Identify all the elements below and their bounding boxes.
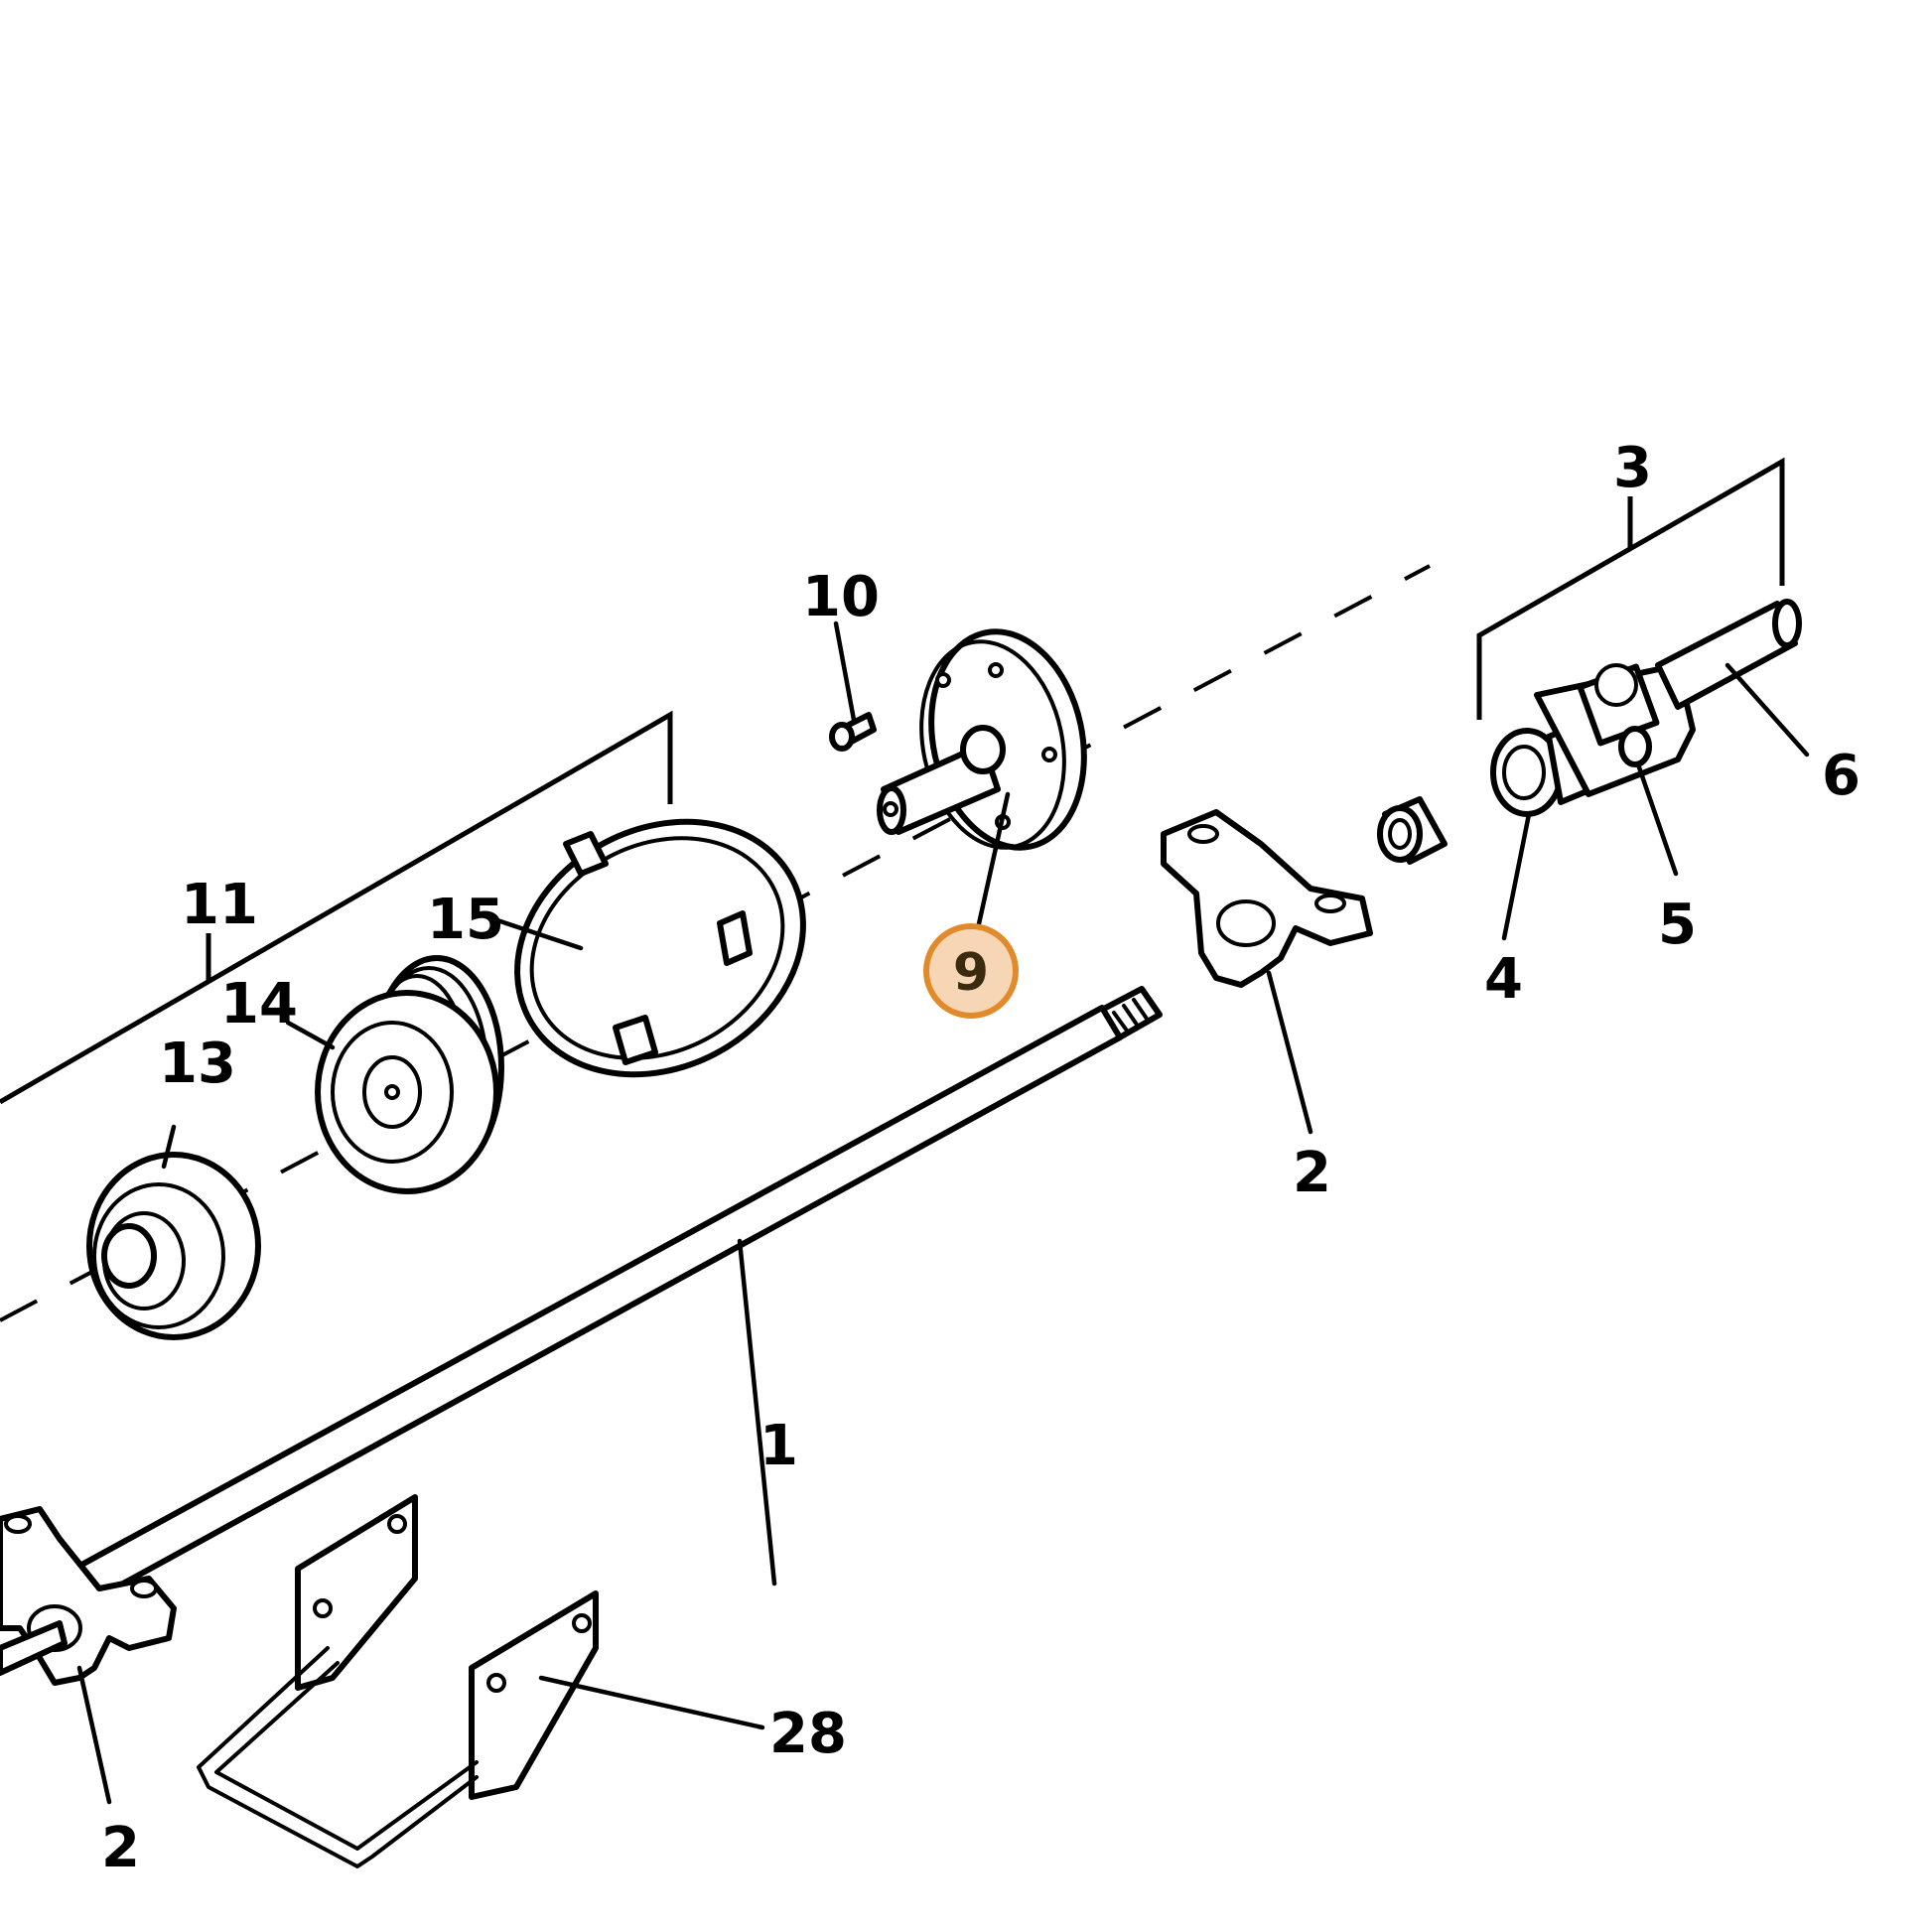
label-9[interactable]: 9 [953, 943, 989, 1003]
label-6: 6 [1822, 744, 1861, 808]
part-2-bearing-block-left [0, 1506, 177, 1686]
part-13-hub [86, 1152, 261, 1340]
leader-14 [285, 1020, 336, 1050]
part-6-shaft-end [1655, 599, 1802, 710]
label-14: 14 [220, 972, 298, 1036]
leader-15 [488, 915, 584, 951]
label-1: 1 [759, 1414, 798, 1478]
leader-2-right [1266, 970, 1313, 1135]
part-5-universal-joint [1534, 662, 1696, 797]
part-9-flange-hub [877, 628, 1087, 851]
label-13: 13 [159, 1032, 236, 1096]
leader-28 [538, 1675, 765, 1730]
label-2-right: 2 [1293, 1141, 1331, 1205]
label-28: 28 [769, 1702, 847, 1766]
label-3: 3 [1613, 436, 1652, 500]
bracket-11 [0, 710, 673, 1105]
label-15: 15 [427, 888, 504, 952]
leader-5 [1635, 761, 1679, 877]
leader-6 [1725, 662, 1810, 758]
label-11: 11 [181, 873, 258, 937]
label-4: 4 [1484, 947, 1523, 1012]
part-14-pulley [315, 955, 504, 1194]
highlight-circle[interactable] [923, 923, 1019, 1019]
leader-9 [975, 791, 1011, 931]
leader-10 [833, 621, 857, 723]
leader-13 [161, 1124, 177, 1170]
label-5: 5 [1658, 893, 1697, 957]
bracket-3 [1476, 457, 1785, 720]
leader-4 [1501, 811, 1532, 941]
bushing [1377, 796, 1448, 865]
label-10: 10 [802, 565, 880, 629]
part-15-ring [514, 818, 806, 1078]
leader-1 [737, 1238, 777, 1587]
highlight-label-9[interactable]: 9 [923, 923, 1019, 1019]
leader-2-left [76, 1665, 112, 1805]
label-2-left: 2 [101, 1816, 140, 1880]
part-28-guard-bracket [197, 1494, 599, 1868]
part-2-bearing-block-right [1161, 809, 1373, 988]
part-10-bolt [829, 712, 877, 752]
